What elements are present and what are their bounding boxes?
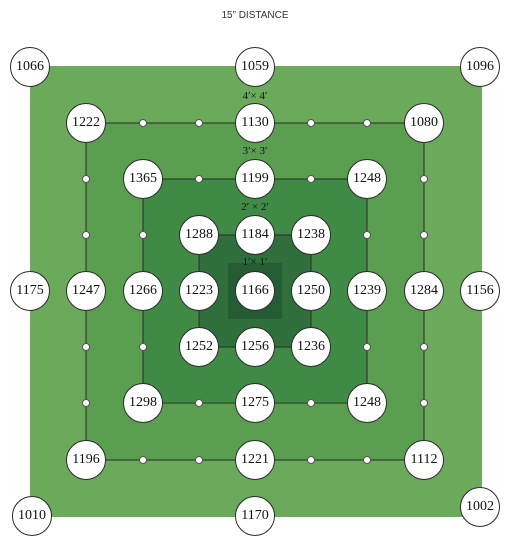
- connector-dot: [420, 399, 428, 407]
- chart-title: 15” DISTANCE: [221, 10, 289, 21]
- node-4x4-mid-left: 1247: [66, 271, 106, 311]
- node-4x4-top-mid: 1130: [235, 103, 275, 143]
- connector-dot: [82, 231, 90, 239]
- node-3x3-top-mid: 1199: [235, 159, 275, 199]
- node-outer-bottom-right: 1002: [460, 487, 500, 527]
- node-2x2-top-right: 1238: [291, 215, 331, 255]
- connector-dot: [139, 119, 147, 127]
- connector-dot: [307, 399, 315, 407]
- connector-dot: [139, 343, 147, 351]
- connector-dot: [82, 175, 90, 183]
- node-3x3-mid-left: 1266: [123, 271, 163, 311]
- label-4x4: 4′× 4′: [242, 90, 268, 102]
- connector-dot: [82, 343, 90, 351]
- connector-dot: [195, 456, 203, 464]
- node-outer-mid-right: 1156: [460, 271, 500, 311]
- node-3x3-bottom-mid: 1275: [235, 383, 275, 423]
- node-outer-mid-left: 1175: [10, 271, 50, 311]
- connector-dot: [139, 456, 147, 464]
- node-2x2-bottom-left: 1252: [179, 327, 219, 367]
- node-4x4-top-left: 1222: [66, 103, 106, 143]
- label-2x2: 2′ × 2′: [241, 201, 269, 213]
- connector-dot: [307, 456, 315, 464]
- connector-dot: [363, 119, 371, 127]
- connector-dot: [363, 456, 371, 464]
- node-center: 1166: [235, 271, 275, 311]
- node-3x3-top-right: 1248: [347, 159, 387, 199]
- node-2x2-top-left: 1288: [179, 215, 219, 255]
- node-4x4-bottom-left: 1196: [66, 440, 106, 480]
- node-2x2-mid-right: 1250: [291, 271, 331, 311]
- label-1x1: 1′× 1′: [242, 256, 268, 268]
- node-4x4-mid-right: 1284: [404, 271, 444, 311]
- node-outer-bottom-left: 1010: [12, 496, 52, 536]
- connector-dot: [195, 399, 203, 407]
- node-2x2-mid-left: 1223: [179, 271, 219, 311]
- connector-dot: [420, 175, 428, 183]
- node-3x3-bottom-left: 1298: [123, 383, 163, 423]
- node-4x4-bottom-right: 1112: [404, 440, 444, 480]
- node-outer-top-mid: 1059: [235, 47, 275, 87]
- node-outer-top-right: 1096: [460, 47, 500, 87]
- node-2x2-top-mid: 1184: [235, 215, 275, 255]
- connector-dot: [139, 231, 147, 239]
- connector-dot: [307, 119, 315, 127]
- connector-dot: [420, 231, 428, 239]
- node-2x2-bottom-right: 1236: [291, 327, 331, 367]
- connector-dot: [420, 343, 428, 351]
- connector-dot: [363, 343, 371, 351]
- node-3x3-bottom-right: 1248: [347, 383, 387, 423]
- node-3x3-mid-right: 1239: [347, 271, 387, 311]
- node-4x4-bottom-mid: 1221: [235, 440, 275, 480]
- node-outer-bottom-mid: 1170: [235, 496, 275, 536]
- label-3x3: 3′× 3′: [242, 145, 268, 157]
- node-2x2-bottom-mid: 1256: [235, 327, 275, 367]
- node-3x3-top-left: 1365: [123, 159, 163, 199]
- connector-dot: [195, 119, 203, 127]
- connector-dot: [82, 399, 90, 407]
- connector-dot: [195, 175, 203, 183]
- node-outer-top-left: 1066: [10, 47, 50, 87]
- node-4x4-top-right: 1080: [404, 103, 444, 143]
- connector-dot: [307, 175, 315, 183]
- connector-dot: [363, 231, 371, 239]
